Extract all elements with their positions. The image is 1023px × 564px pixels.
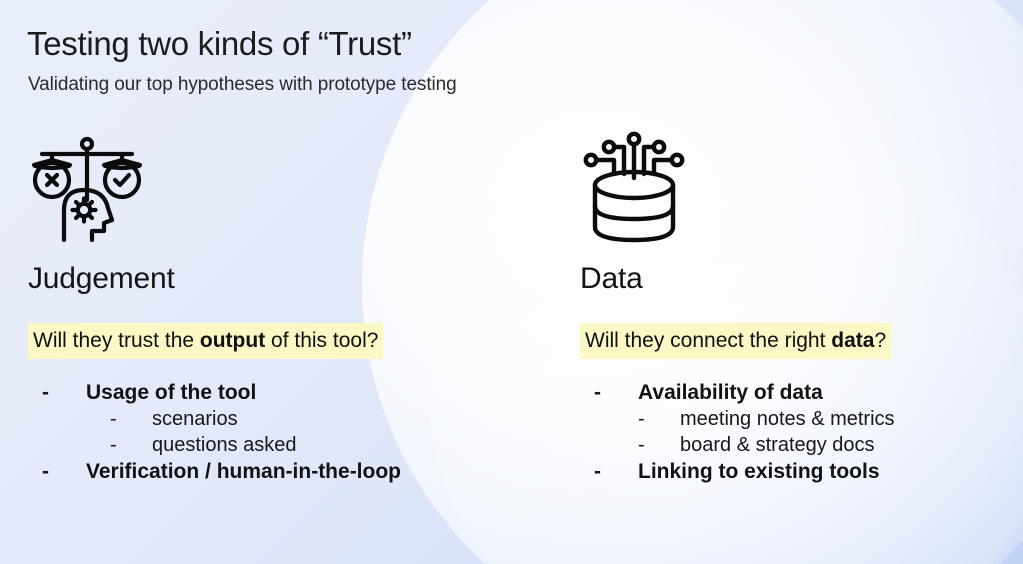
- column-judgement: Judgement Will they trust the output of …: [28, 130, 498, 486]
- bullet-dash: -: [110, 434, 117, 457]
- list-item: - questions asked: [28, 432, 498, 458]
- list-item: - Verification / human-in-the-loop: [28, 458, 498, 485]
- list-item: - Usage of the tool: [28, 379, 498, 406]
- question-text-after: ?: [874, 329, 887, 352]
- bullet-list-data: - Availability of data - meeting notes &…: [580, 379, 1023, 486]
- bullet-dash: -: [594, 460, 601, 484]
- bullet-dash: -: [110, 408, 117, 431]
- column-heading-data: Data: [580, 262, 643, 295]
- column-data: Data Will they connect the right data? -…: [580, 130, 1023, 486]
- question-text-before: Will they connect the right: [585, 329, 832, 352]
- column-heading-judgement: Judgement: [28, 262, 175, 295]
- bullet-list-judgement: - Usage of the tool - scenarios - questi…: [28, 379, 498, 486]
- list-item: - Linking to existing tools: [580, 458, 1023, 485]
- question-emphasis: output: [199, 329, 266, 352]
- list-item-label: questions asked: [152, 434, 297, 457]
- list-item-label: Linking to existing tools: [638, 460, 880, 484]
- bullet-dash: -: [638, 434, 645, 457]
- database-network-nodes-icon: [580, 130, 1023, 248]
- list-item: - scenarios: [28, 406, 498, 432]
- question-emphasis: data: [831, 329, 875, 352]
- question-data: Will they connect the right data?: [580, 323, 1023, 359]
- list-item: - meeting notes & metrics: [580, 406, 1023, 432]
- question-text-before: Will they trust the: [33, 329, 200, 352]
- list-item-label: Availability of data: [638, 381, 823, 404]
- list-item-label: board & strategy docs: [680, 434, 875, 457]
- list-item-label: scenarios: [152, 408, 238, 431]
- balance-scale-head-gear-icon: [28, 130, 498, 248]
- bullet-dash: -: [638, 408, 645, 431]
- question-judgement: Will they trust the output of this tool?: [28, 323, 498, 359]
- page-subtitle: Validating our top hypotheses with proto…: [28, 74, 457, 95]
- list-item-label: Usage of the tool: [86, 381, 257, 404]
- list-item: - board & strategy docs: [580, 432, 1023, 458]
- list-item-label: Verification / human-in-the-loop: [86, 460, 401, 484]
- bullet-dash: -: [594, 381, 601, 404]
- bullet-dash: -: [42, 381, 49, 404]
- list-item-label: meeting notes & metrics: [680, 408, 895, 431]
- bullet-dash: -: [42, 460, 49, 484]
- page-title: Testing two kinds of “Trust”: [27, 25, 412, 62]
- question-text-after: of this tool?: [265, 329, 379, 352]
- list-item: - Availability of data: [580, 379, 1023, 406]
